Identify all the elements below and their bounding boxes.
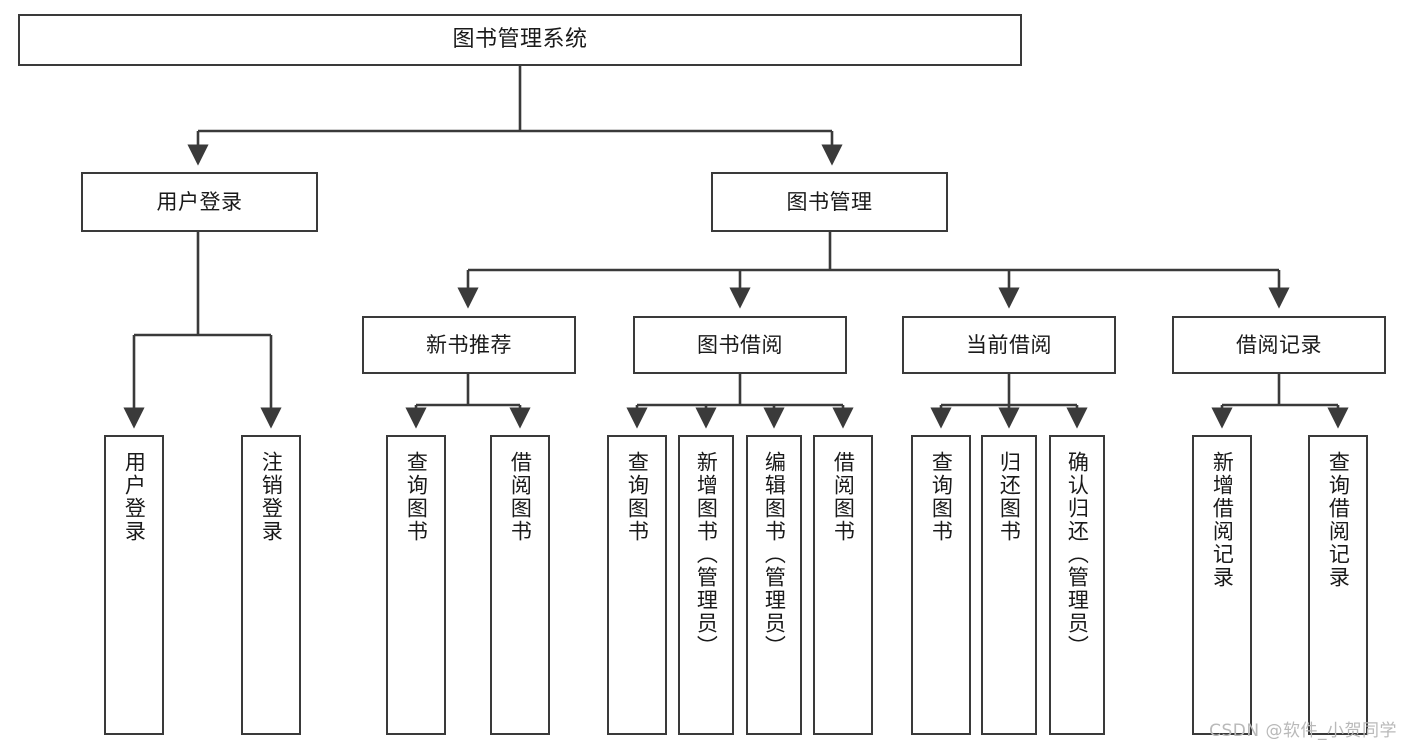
node-leaf-query-book-1[interactable]: 查询图书: [386, 435, 446, 735]
node-leaf-add-book[interactable]: 新增图书（管理员）: [678, 435, 734, 735]
node-leaf-borrow-book-2-label: 借阅图书: [831, 451, 856, 543]
node-book-management-label: 图书管理: [786, 189, 873, 214]
node-leaf-query-record-label: 查询借阅记录: [1326, 451, 1351, 589]
node-leaf-borrow-book-1[interactable]: 借阅图书: [490, 435, 550, 735]
node-leaf-query-book-3-label: 查询图书: [929, 451, 954, 543]
node-new-book-recommend[interactable]: 新书推荐: [362, 316, 576, 374]
node-user-login-label: 用户登录: [156, 189, 243, 214]
node-leaf-edit-book[interactable]: 编辑图书（管理员）: [746, 435, 802, 735]
node-book-borrow[interactable]: 图书借阅: [633, 316, 847, 374]
node-leaf-return-book[interactable]: 归还图书: [981, 435, 1037, 735]
node-borrow-record-label: 借阅记录: [1236, 332, 1322, 357]
node-root-system-label: 图书管理系统: [452, 26, 588, 52]
node-leaf-user-login[interactable]: 用户登录: [104, 435, 164, 735]
node-leaf-add-record-label: 新增借阅记录: [1210, 451, 1235, 589]
node-leaf-logout-login-label: 注销登录: [259, 451, 284, 543]
node-book-management[interactable]: 图书管理: [711, 172, 948, 232]
node-book-borrow-label: 图书借阅: [697, 332, 783, 357]
node-leaf-edit-book-label: 编辑图书（管理员）: [762, 451, 787, 658]
node-borrow-record[interactable]: 借阅记录: [1172, 316, 1386, 374]
node-leaf-add-record[interactable]: 新增借阅记录: [1192, 435, 1252, 735]
node-root-system[interactable]: 图书管理系统: [18, 14, 1022, 66]
node-leaf-query-record[interactable]: 查询借阅记录: [1308, 435, 1368, 735]
node-leaf-borrow-book-1-label: 借阅图书: [508, 451, 533, 543]
node-current-borrow-label: 当前借阅: [966, 332, 1052, 357]
node-leaf-query-book-1-label: 查询图书: [404, 451, 429, 543]
node-leaf-borrow-book-2[interactable]: 借阅图书: [813, 435, 873, 735]
node-leaf-return-book-label: 归还图书: [997, 451, 1022, 543]
node-leaf-query-book-3[interactable]: 查询图书: [911, 435, 971, 735]
node-leaf-user-login-label: 用户登录: [122, 451, 147, 543]
node-current-borrow[interactable]: 当前借阅: [902, 316, 1116, 374]
node-leaf-query-book-2-label: 查询图书: [625, 451, 650, 543]
node-new-book-recommend-label: 新书推荐: [426, 332, 512, 357]
node-user-login[interactable]: 用户登录: [81, 172, 318, 232]
node-leaf-add-book-label: 新增图书（管理员）: [694, 451, 719, 658]
node-leaf-logout-login[interactable]: 注销登录: [241, 435, 301, 735]
node-leaf-confirm-return-label: 确认归还（管理员）: [1065, 451, 1090, 658]
csdn-watermark: CSDN @软件_小贺同学: [1209, 721, 1397, 741]
node-leaf-confirm-return[interactable]: 确认归还（管理员）: [1049, 435, 1105, 735]
node-leaf-query-book-2[interactable]: 查询图书: [607, 435, 667, 735]
